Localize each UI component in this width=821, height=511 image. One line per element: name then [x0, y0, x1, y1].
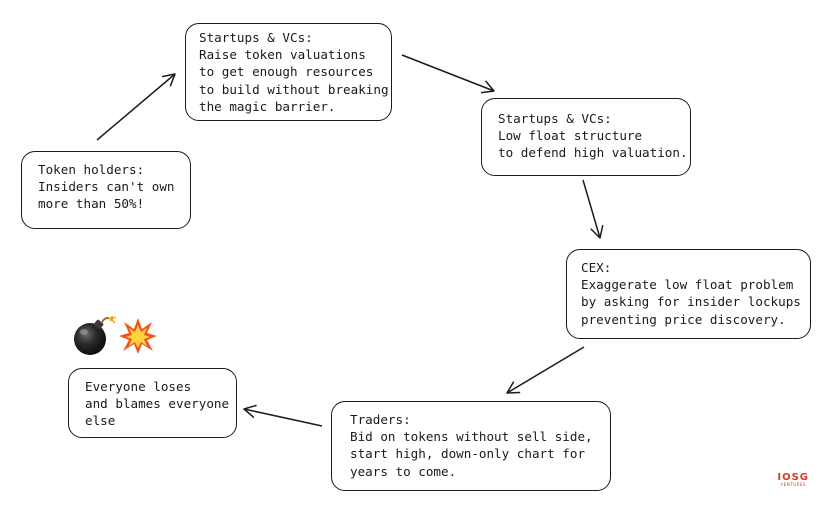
- node-startups-low-float-line-3: to defend high valuation.: [498, 145, 688, 161]
- node-cex-line-1: CEX:: [581, 260, 612, 275]
- node-traders-line-2: Bid on tokens without sell side,: [350, 429, 593, 445]
- node-token-holders-line-1: Token holders:: [38, 162, 145, 177]
- node-everyone-loses: Everyone loses and blames everyone else: [68, 368, 237, 438]
- arrow-lowfloat-to-cex: [582, 179, 604, 239]
- node-everyone-loses-line-3: else: [85, 413, 116, 429]
- arrow-cex-to-traders: [506, 346, 585, 394]
- node-startups-low-float: Startups & VCs: Low float structure to d…: [481, 98, 691, 176]
- arrow-holders-to-raise: [96, 73, 176, 141]
- node-startups-raise-line-5: the magic barrier.: [199, 98, 336, 114]
- node-everyone-loses-line-1: Everyone loses: [85, 379, 192, 394]
- node-startups-low-float-line-2: Low float structure: [498, 128, 643, 144]
- node-traders-line-1: Traders:: [350, 412, 411, 427]
- node-traders: Traders: Bid on tokens without sell side…: [331, 401, 611, 491]
- explosion-icon: [119, 318, 157, 354]
- bomb-icon: [74, 316, 117, 355]
- node-token-holders: Token holders: Insiders can't own more t…: [21, 151, 191, 229]
- node-token-holders-line-2: Insiders can't own: [38, 179, 175, 195]
- node-startups-raise-line-3: to get enough resources: [199, 64, 374, 80]
- node-traders-line-3: start high, down-only chart for: [350, 446, 586, 462]
- node-startups-low-float-line-1: Startups & VCs:: [498, 111, 612, 126]
- iosg-logo: IOSG VENTURES: [777, 467, 809, 487]
- node-cex-line-4: preventing price discovery.: [581, 311, 786, 327]
- arrow-raise-to-lowfloat: [401, 54, 495, 94]
- node-token-holders-line-3: more than 50%!: [38, 196, 145, 212]
- logo-sub: VENTURES: [780, 482, 806, 487]
- node-startups-raise-line-1: Startups & VCs:: [199, 30, 313, 45]
- node-startups-raise-line-4: to build without breaking: [199, 81, 389, 97]
- logo-mark: IOSG: [777, 472, 809, 483]
- node-startups-raise: Startups & VCs: Raise token valuations t…: [185, 23, 392, 121]
- node-cex-line-3: by asking for insider lockups: [581, 294, 801, 310]
- node-cex-line-2: Exaggerate low float problem: [581, 277, 794, 293]
- node-traders-line-4: years to come.: [350, 463, 457, 479]
- node-cex: CEX: Exaggerate low float problem by ask…: [566, 249, 811, 339]
- arrow-traders-to-losers: [243, 404, 323, 427]
- node-startups-raise-line-2: Raise token valuations: [199, 47, 366, 63]
- node-everyone-loses-line-2: and blames everyone: [85, 396, 230, 412]
